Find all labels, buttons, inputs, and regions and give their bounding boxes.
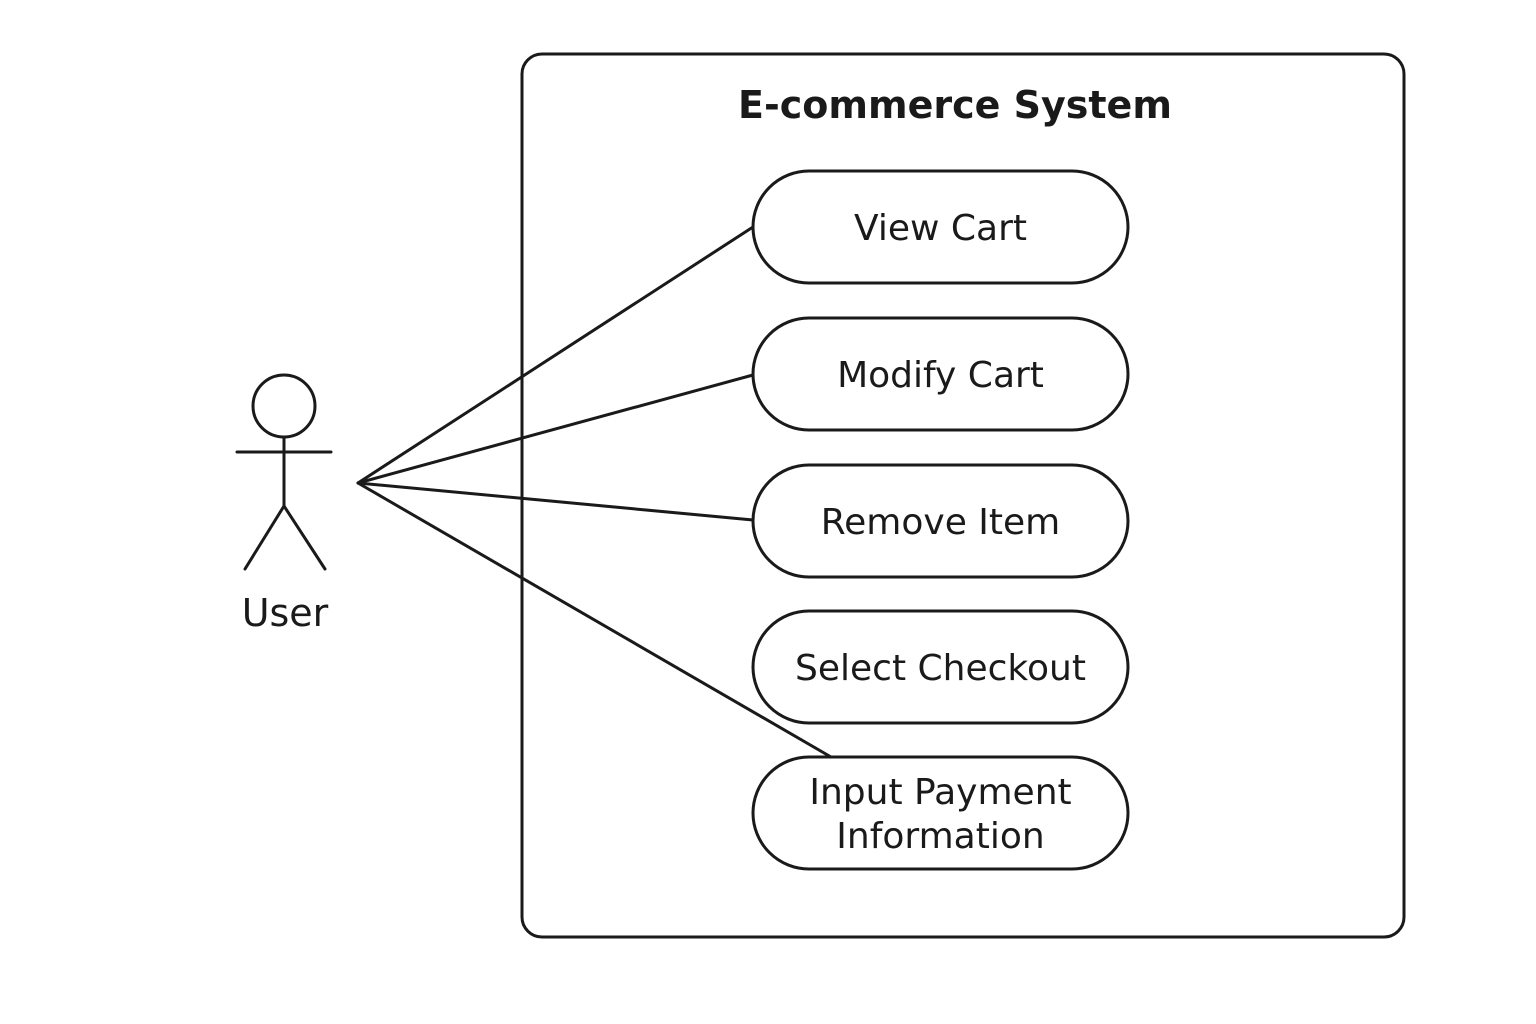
use-case-shape [751, 463, 1130, 579]
associations [356, 225, 833, 759]
use-case-label: Modify Cart [837, 355, 1044, 396]
actor-right-leg [282, 504, 327, 571]
association-line-input-payment-information [356, 481, 833, 759]
use-case-modify-cart: Modify Cart [751, 316, 1130, 432]
system-title: E-commerce System [738, 83, 1172, 127]
use-case-label: View Cart [854, 208, 1027, 249]
association-line-modify-cart [356, 373, 755, 485]
use-case-label: Information [836, 816, 1044, 857]
actor-left-leg [243, 504, 286, 571]
use-case-shape [751, 609, 1130, 725]
actor-user: User [235, 373, 333, 635]
use-case-remove-item: Remove Item [751, 463, 1130, 579]
use-case-shape [751, 755, 1130, 871]
actor-label: User [242, 591, 329, 635]
actor-head [251, 373, 317, 439]
association-line-remove-item [356, 481, 755, 522]
use-case-label: Select Checkout [795, 648, 1086, 689]
association-line-view-cart [356, 225, 755, 485]
use-case-view-cart: View Cart [751, 169, 1130, 285]
use-case-shape [751, 169, 1130, 285]
use-case-shape [751, 316, 1130, 432]
use-case-label: Remove Item [821, 502, 1060, 543]
use-case-select-checkout: Select Checkout [751, 609, 1130, 725]
use-case-label: Input Payment [809, 772, 1071, 813]
